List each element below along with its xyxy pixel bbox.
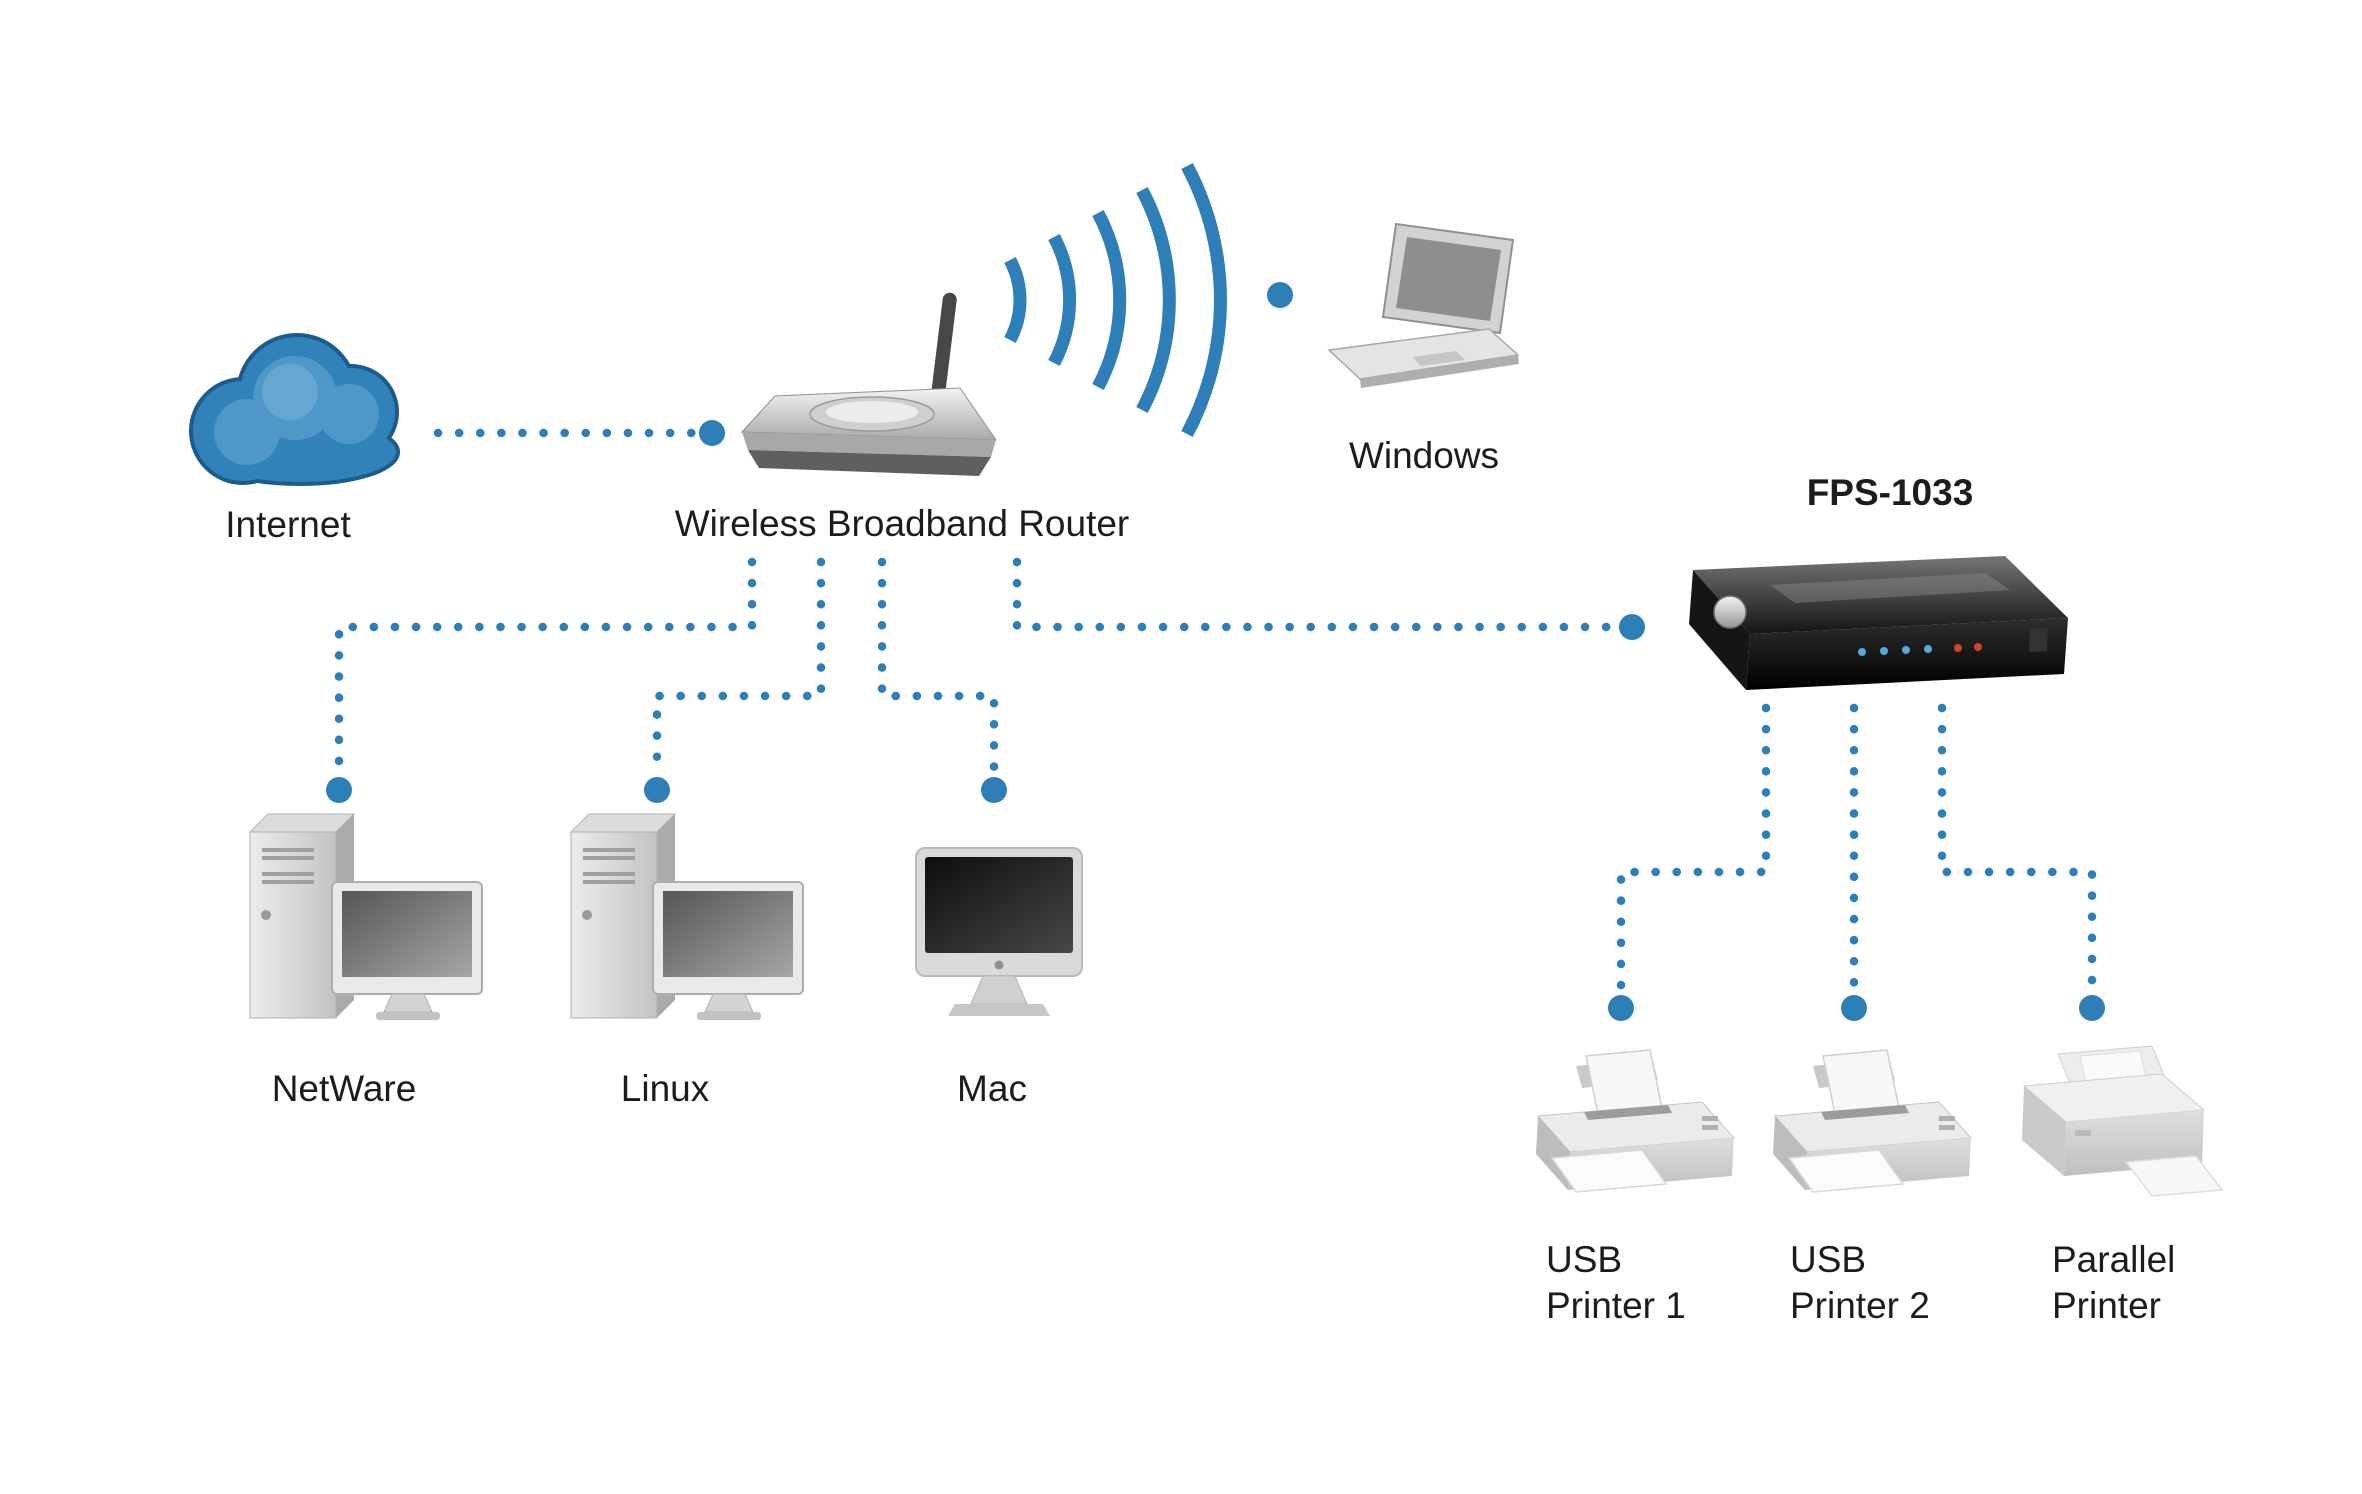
imac-base bbox=[948, 1004, 1050, 1016]
usb-printer-2-label-line2: Printer 2 bbox=[1790, 1285, 1930, 1326]
parallel-printer-label: Parallel Printer bbox=[2052, 1239, 2186, 1326]
parallel-printer-label-line1: Parallel bbox=[2052, 1239, 2175, 1280]
usb-printer-2-label: USB Printer 2 bbox=[1790, 1239, 1930, 1326]
wifi-arc-5 bbox=[1181, 162, 1227, 438]
parallel-printer-label-line2: Printer bbox=[2052, 1285, 2161, 1326]
endpoint-dot-windows bbox=[1267, 282, 1293, 308]
usb-printer-1-icon bbox=[1535, 1049, 1735, 1193]
laptop-base-edge bbox=[1360, 355, 1519, 388]
wireless-router-icon bbox=[740, 292, 997, 476]
imac-stand bbox=[970, 975, 1028, 1005]
windows-label: Windows bbox=[1349, 435, 1499, 476]
link-router-mac bbox=[877, 557, 999, 777]
usb-printer-1-label: USB Printer 1 bbox=[1546, 1239, 1686, 1326]
endpoint-dot-router bbox=[699, 420, 725, 446]
internet-label: Internet bbox=[225, 504, 351, 545]
netware-pc-icon bbox=[249, 813, 483, 1021]
linux-label: Linux bbox=[621, 1068, 710, 1109]
wifi-arc-4 bbox=[1136, 186, 1176, 414]
endpoint-dot-linux bbox=[644, 777, 670, 803]
apple-logo-icon bbox=[994, 960, 1004, 970]
usb-printer-2-icon bbox=[1772, 1049, 1972, 1193]
link-router-linux bbox=[652, 557, 826, 777]
printserver-port bbox=[2029, 628, 2048, 652]
usb-printer-1-label-line2: Printer 1 bbox=[1546, 1285, 1686, 1326]
usb-printer-1-label-line1: USB bbox=[1546, 1239, 1622, 1280]
router-front-lower bbox=[748, 450, 991, 476]
cloud-icon bbox=[189, 333, 400, 486]
endpoint-dot-netware bbox=[326, 777, 352, 803]
wifi-arc-3 bbox=[1092, 209, 1127, 391]
netware-label: NetWare bbox=[272, 1068, 417, 1109]
laptop-touchpad bbox=[1412, 351, 1465, 366]
mac-label: Mac bbox=[957, 1068, 1027, 1109]
print-server-label: FPS-1033 bbox=[1807, 472, 1974, 513]
printserver-front bbox=[1746, 618, 2068, 690]
endpoint-dot-parallel bbox=[2079, 995, 2105, 1021]
cloud-highlight-top bbox=[262, 364, 318, 420]
laser-tray-paper bbox=[2124, 1155, 2224, 1197]
router-antenna bbox=[931, 292, 957, 399]
printserver-badge bbox=[1713, 595, 1747, 629]
link-router-netware bbox=[334, 557, 757, 777]
laser-side bbox=[2022, 1086, 2066, 1176]
printserver-side bbox=[1689, 570, 1750, 690]
imac-screen bbox=[925, 857, 1073, 953]
usb-printer-2-label-line1: USB bbox=[1790, 1239, 1866, 1280]
wifi-arc-1 bbox=[1004, 256, 1027, 344]
printserver-leds bbox=[1858, 643, 1982, 656]
laptop-icon bbox=[1327, 222, 1520, 388]
connections bbox=[326, 420, 2105, 1021]
router-label: Wireless Broadband Router bbox=[675, 503, 1130, 544]
laptop-screen bbox=[1396, 237, 1501, 321]
link-router-printserver bbox=[1012, 557, 1617, 632]
print-server-icon bbox=[1689, 556, 2068, 690]
link-printserver-usb1 bbox=[1616, 703, 1771, 995]
router-front-upper bbox=[742, 432, 996, 457]
router-oval-inner bbox=[826, 401, 918, 423]
printserver-top bbox=[1693, 556, 2068, 634]
imac-icon bbox=[915, 847, 1083, 1016]
laser-panel bbox=[2075, 1130, 2091, 1136]
endpoint-dot-usb1 bbox=[1608, 995, 1634, 1021]
printserver-gloss bbox=[1770, 573, 2010, 603]
parallel-printer-icon bbox=[2022, 1045, 2224, 1197]
endpoint-dot-mac bbox=[981, 777, 1007, 803]
wifi-signal-icon bbox=[1004, 162, 1293, 438]
wifi-arc-2 bbox=[1048, 233, 1077, 367]
linux-pc-icon bbox=[570, 813, 804, 1021]
endpoint-dot-printserver bbox=[1619, 614, 1645, 640]
endpoint-dot-usb2 bbox=[1841, 995, 1867, 1021]
link-printserver-parallel bbox=[1937, 703, 2097, 995]
